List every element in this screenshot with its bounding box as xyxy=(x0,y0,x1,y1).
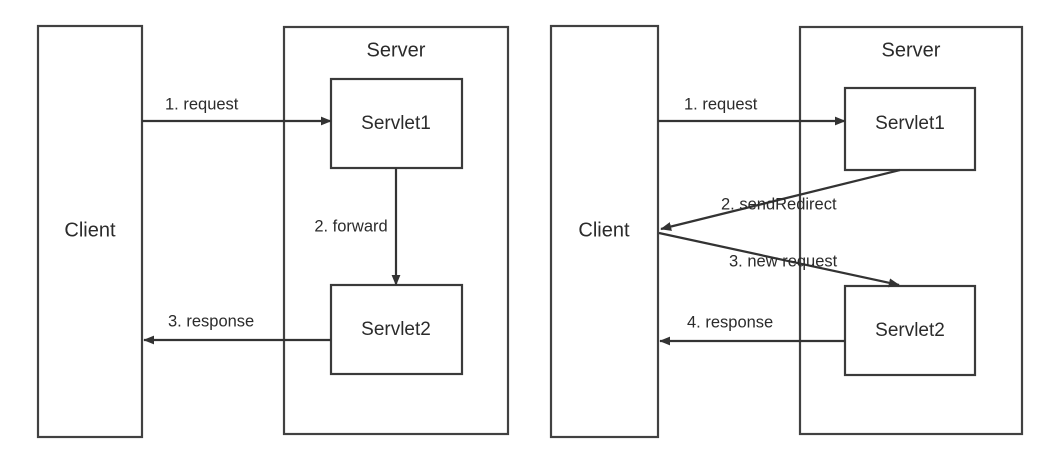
arrow-forward-label-left: 2. forward xyxy=(314,217,387,235)
forward-diagram: Client Server Servlet1 Servlet2 1. reque… xyxy=(36,24,510,439)
servlet2-label-left: Servlet2 xyxy=(361,319,431,340)
servlet1-box-right xyxy=(843,86,977,172)
client-container-right xyxy=(549,24,660,439)
client-container-left xyxy=(36,24,144,439)
servlet1-box-left xyxy=(329,77,464,170)
arrow-sendredirect-label-right: 2. sendRedirect xyxy=(721,195,837,213)
arrow-request-label-left: 1. request xyxy=(165,95,239,113)
arrow-request-label-right: 1. request xyxy=(684,95,758,113)
server-label-left: Server xyxy=(367,39,426,61)
server-label-right: Server xyxy=(882,39,941,61)
servlet2-box-right xyxy=(843,284,977,377)
arrow-newrequest-right xyxy=(658,231,900,288)
arrow-sendredirect-right xyxy=(660,168,901,231)
client-label-left: Client xyxy=(64,219,116,241)
sendredirect-diagram: Client Server Servlet1 Servlet2 1. reque… xyxy=(549,24,1024,439)
servlet1-label-left: Servlet1 xyxy=(361,113,431,134)
arrow-newrequest-label-right: 3. new request xyxy=(729,252,838,270)
client-label-right: Client xyxy=(578,219,630,241)
arrow-response-label-right: 4. response xyxy=(687,313,773,331)
servlet2-label-right: Servlet2 xyxy=(875,320,945,341)
servlet2-box-left xyxy=(329,283,464,376)
servlet1-label-right: Servlet1 xyxy=(875,113,945,134)
arrow-response-label-left: 3. response xyxy=(168,312,254,330)
